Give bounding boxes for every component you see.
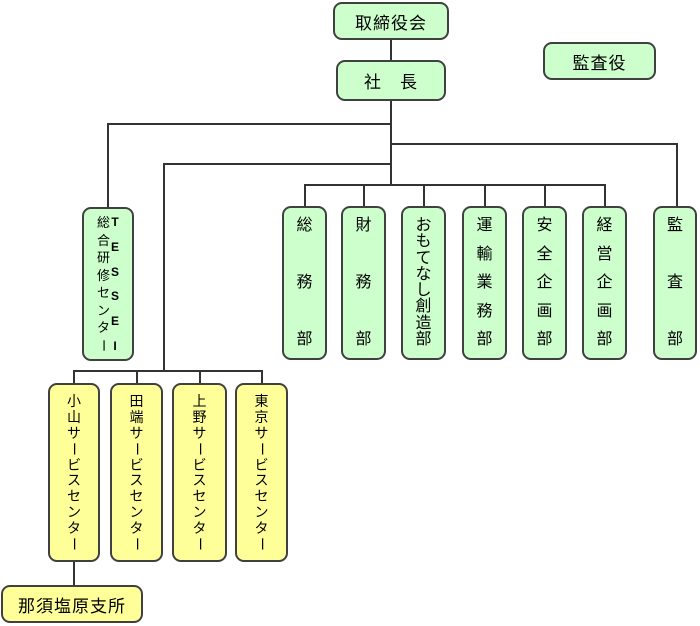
connector-line [73,562,75,585]
connector-line [73,370,75,383]
corporate-auditor-node: 監査役 [543,42,656,80]
dept-node-safety-planning: 安全企画部 [522,206,567,360]
connector-line [107,123,109,207]
dept-node-finance: 財務部 [341,206,386,360]
connector-line [390,143,678,145]
connector-line [363,184,365,206]
service-center-tokyo-node: 東京サービスセンター [235,383,288,562]
corporate-auditor-label: 監査役 [572,53,627,73]
training-center-label-line2: 総合研修センター [95,215,111,352]
connector-line [136,370,138,383]
connector-line [484,184,486,206]
service-center-oyama-node: 小山サービスセンター [48,383,100,562]
connector-line [163,163,392,165]
dept-node-corporate-planning: 経営企画部 [582,206,627,360]
connector-line [676,143,678,206]
president-node: 社 長 [336,60,446,101]
connector-line [261,370,263,383]
connector-line [107,123,392,125]
connector-line [544,184,546,206]
board-of-directors-node: 取締役会 [333,2,449,40]
connector-line [423,184,425,206]
president-label: 社 長 [364,73,418,92]
service-center-tabata-node: 田端サービスセンター [110,383,163,562]
connector-line [304,184,306,206]
dept-node-hospitality-creation: おもてなし創造部 [401,206,446,360]
dept-node-general-affairs: 総務部 [282,206,327,360]
connector-line [199,370,201,383]
board-of-directors-label: 取締役会 [355,13,427,33]
connector-line [73,370,263,372]
connector-line [604,184,606,206]
nasushiobara-branch-node: 那須塩原支所 [1,585,143,623]
connector-line [163,163,165,372]
connector-line [390,40,392,60]
connector-line [304,184,606,186]
nasushiobara-branch-label: 那須塩原支所 [18,596,126,616]
dept-node-audit: 監査部 [653,206,697,360]
dept-node-transport-operations: 運輸業務部 [462,206,507,360]
service-center-ueno-node: 上野サービスセンター [172,383,227,562]
